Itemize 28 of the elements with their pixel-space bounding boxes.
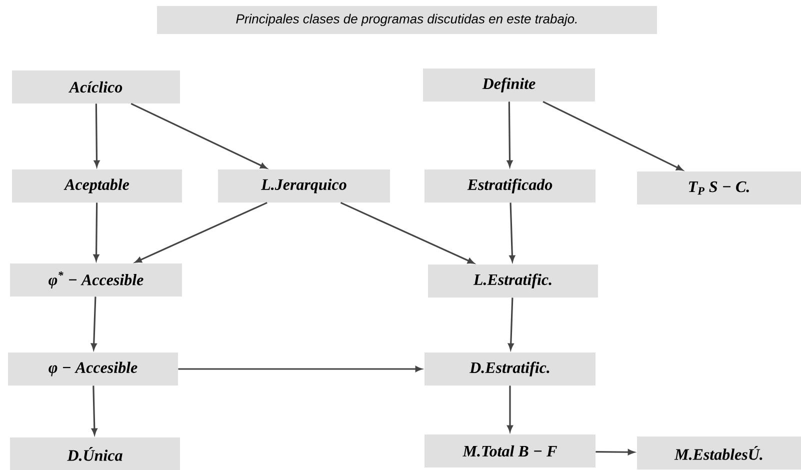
class-box: D.Estratific. <box>424 352 596 386</box>
arrow <box>130 102 267 169</box>
class-box: Aceptable <box>12 170 182 202</box>
class-box: Definite <box>423 68 595 102</box>
class-box: φ$^{*}$ − Accesible <box>10 264 182 296</box>
class-box: L.Jerarquico <box>218 170 390 202</box>
arrow <box>506 102 513 167</box>
class-box: Estratificado <box>424 170 596 202</box>
arrow <box>90 296 97 350</box>
class-box: M.Total B − F <box>424 434 596 468</box>
arrow <box>509 202 516 262</box>
class-box: D.Única <box>10 438 180 470</box>
arrow <box>94 104 100 167</box>
arrow <box>135 202 268 263</box>
class-box: L.Estratific. <box>428 264 598 298</box>
arrow <box>340 202 474 264</box>
arrow <box>507 386 513 432</box>
title-banner: Principales clases de programas discutidas en este trabajo. <box>157 6 657 34</box>
arrow <box>178 366 422 372</box>
arrow <box>93 202 100 261</box>
class-box: M.EstablesÚ. <box>637 436 801 470</box>
class-box: φ − Accesible <box>8 352 178 386</box>
arrow <box>596 449 634 455</box>
arrow <box>508 298 514 350</box>
arrow <box>92 386 98 435</box>
class-box: Acíclico <box>12 70 180 104</box>
class-box: T$_{P}$ S − C. <box>637 172 801 204</box>
arrow <box>542 100 683 171</box>
